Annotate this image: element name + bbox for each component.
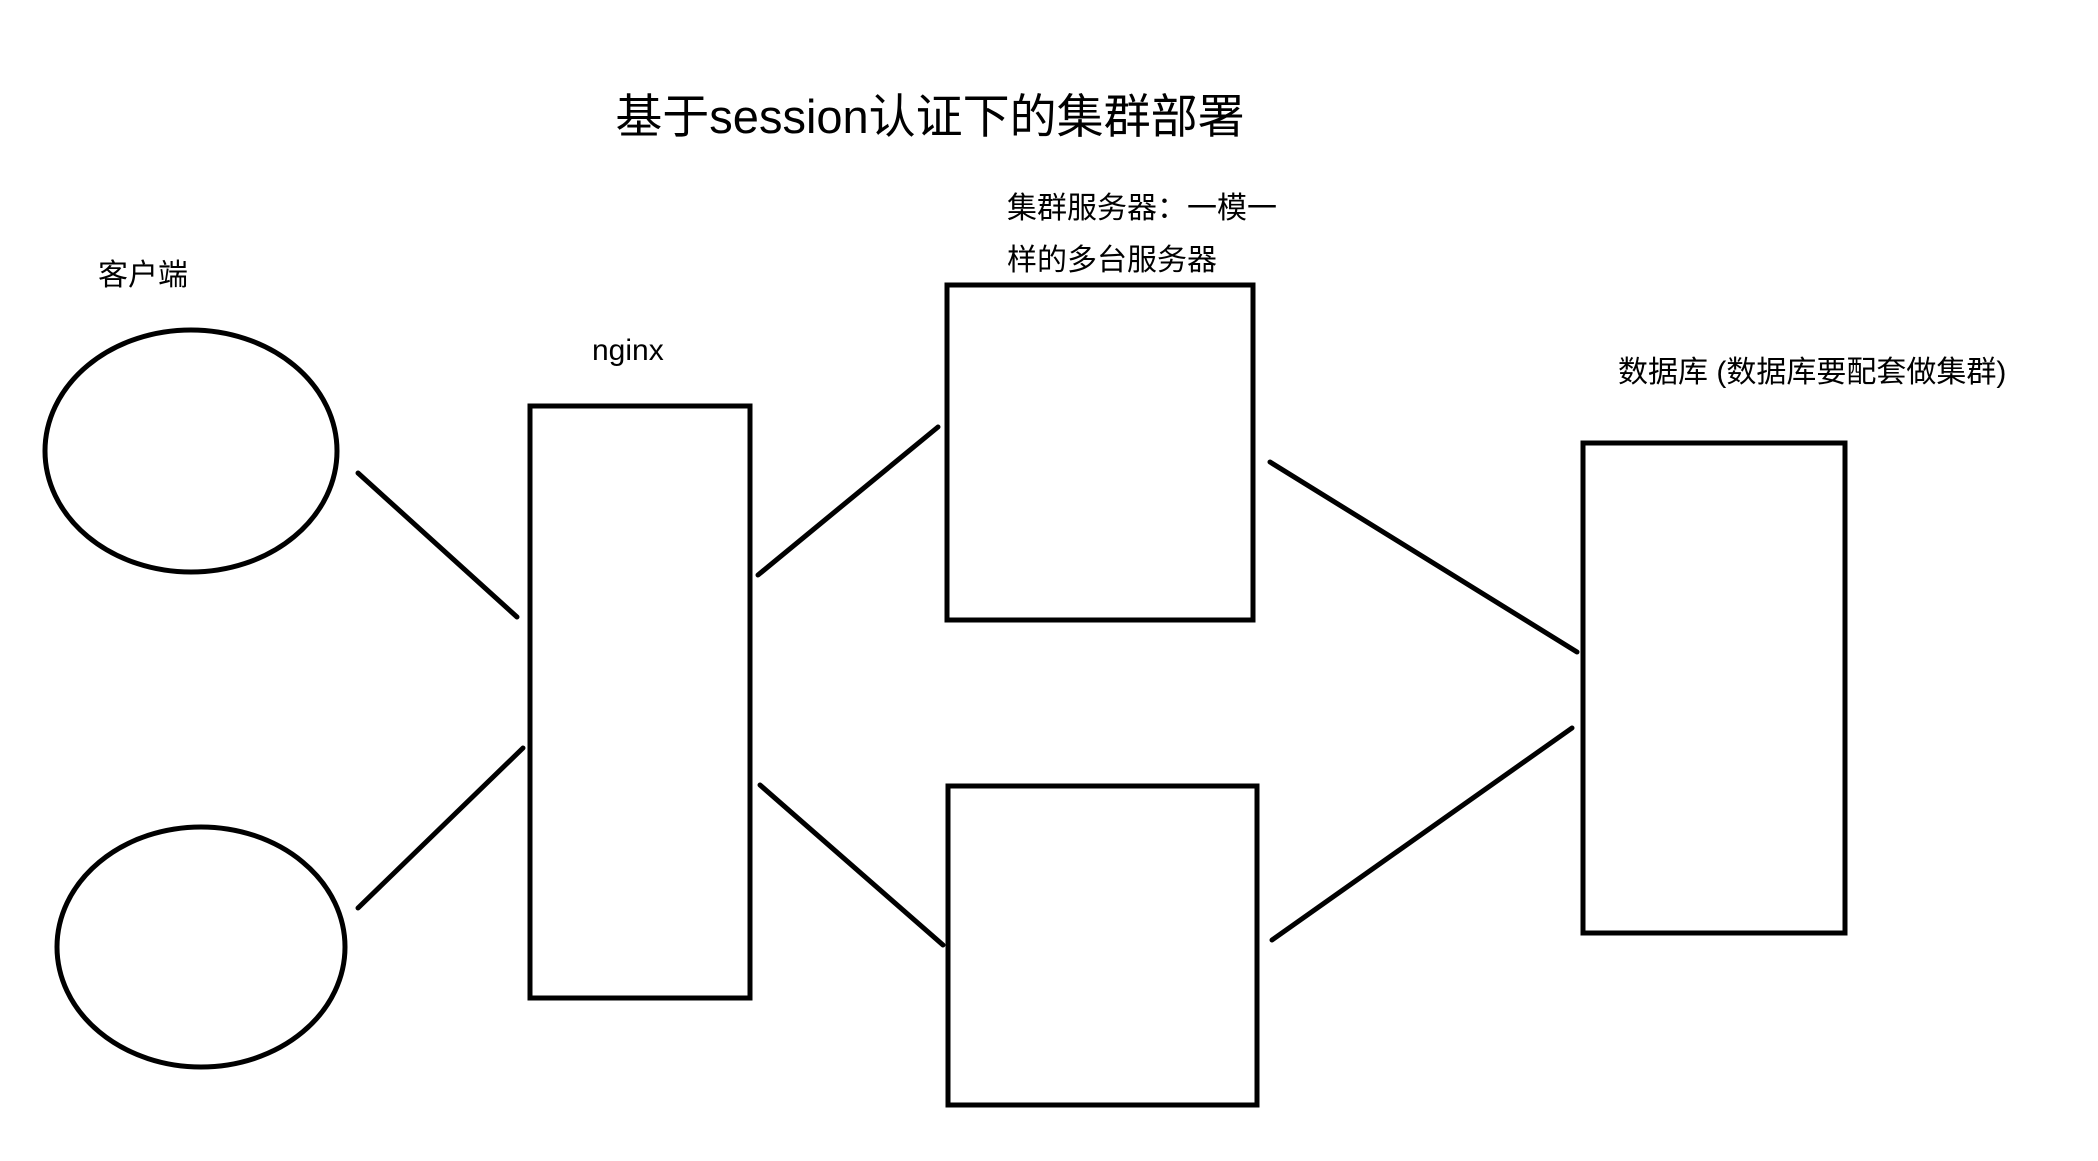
connector-server2-database — [1269, 725, 1575, 943]
nginx-label: nginx — [592, 334, 664, 367]
connector-server1-database — [1267, 459, 1580, 655]
connector-client2-nginx — [355, 745, 526, 911]
client-label: 客户端 — [98, 259, 188, 292]
cluster-server-box-2 — [945, 783, 1260, 1108]
cluster-server-label-line1: 集群服务器：一模一 — [1007, 192, 1277, 225]
connector-nginx-server2 — [757, 782, 946, 948]
database-box — [1580, 440, 1848, 936]
connector-client1-nginx — [355, 470, 520, 620]
database-label: 数据库 (数据库要配套做集群) — [1618, 356, 2006, 389]
connector-nginx-server1 — [755, 424, 941, 578]
nginx-box — [527, 403, 753, 1001]
cluster-server-label-line2: 样的多台服务器 — [1007, 244, 1217, 277]
client-ellipse-1 — [42, 327, 340, 575]
cluster-server-box-1 — [944, 282, 1256, 623]
diagram-title: 基于session认证下的集群部署 — [615, 90, 1244, 143]
client-ellipse-2 — [54, 824, 348, 1070]
